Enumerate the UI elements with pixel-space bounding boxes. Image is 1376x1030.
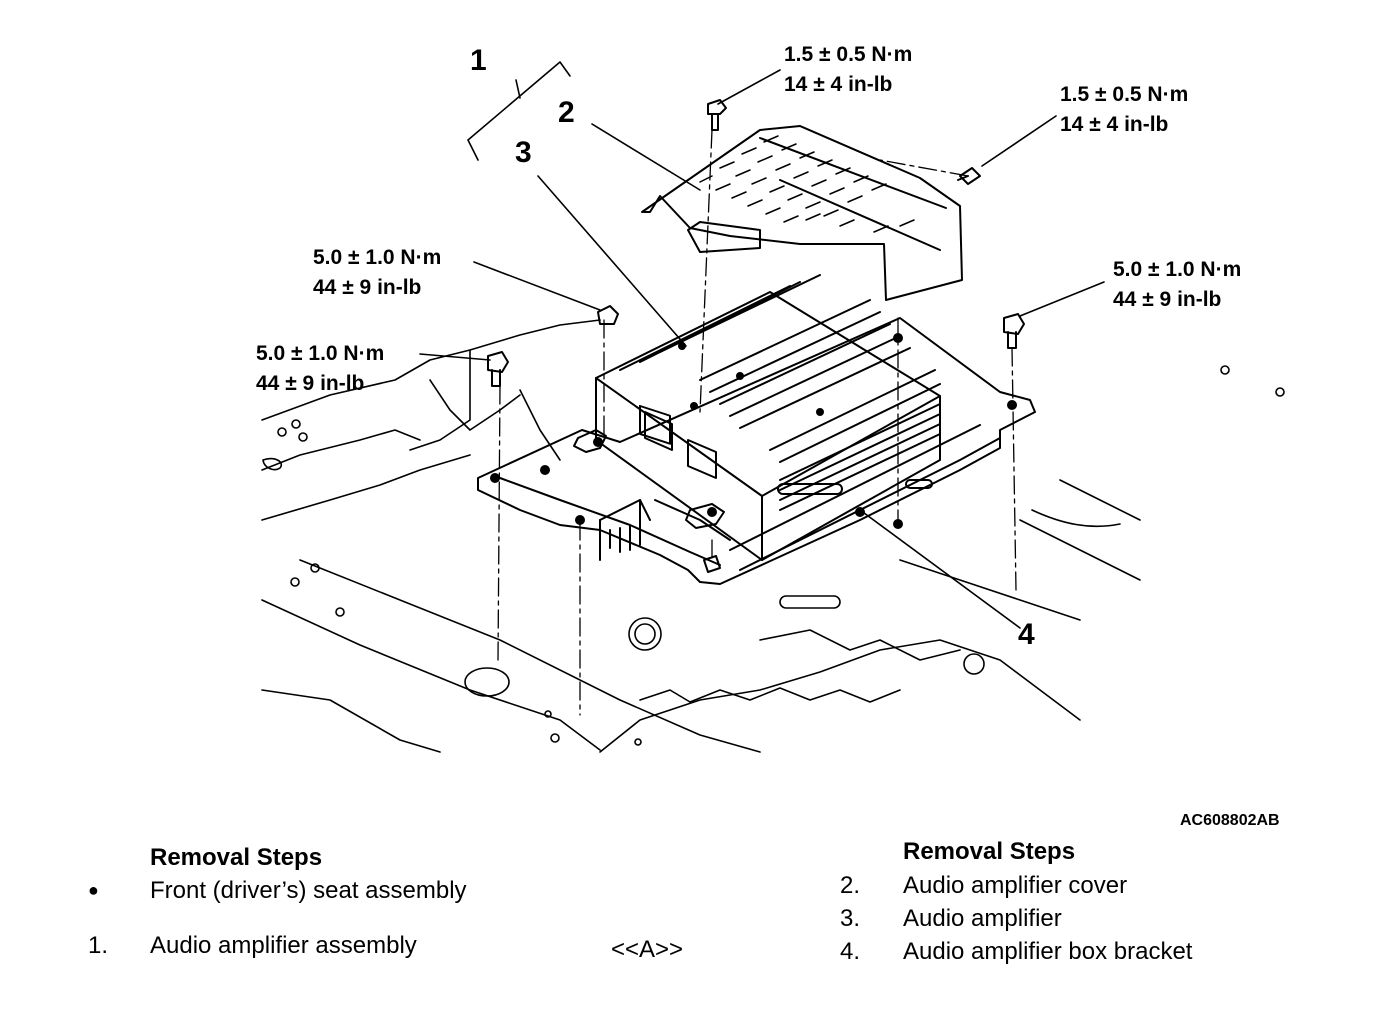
removal-steps-heading: Removal Steps: [903, 838, 1076, 865]
step-number: 2.: [840, 872, 861, 899]
torque-inlb: 14 ± 4 in-lb: [784, 73, 893, 96]
step-text: Front (driver’s) seat assembly: [150, 877, 467, 904]
torque-inlb: 44 ± 9 in-lb: [256, 372, 365, 395]
step-number: 3.: [840, 905, 861, 932]
removal-steps-heading: Removal Steps: [150, 844, 323, 871]
step-note-a: <<A>>: [611, 936, 684, 963]
step-text: Audio amplifier assembly: [150, 932, 417, 959]
torque-inlb: 44 ± 9 in-lb: [1113, 288, 1222, 311]
vehicle-floor-panel: [261, 319, 1285, 753]
step-text: Audio amplifier cover: [903, 872, 1128, 899]
alignment-lines: [497, 129, 1017, 716]
torque-callout-cover-right: 1.5 ± 0.5 N·m 14 ± 4 in-lb: [1060, 80, 1188, 140]
torque-nm: 5.0 ± 1.0 N·m: [313, 246, 442, 269]
step-number: 1.: [88, 932, 109, 959]
step-text: Audio amplifier: [903, 905, 1062, 932]
step-number: 4.: [840, 938, 861, 965]
part-number-3: 3: [515, 136, 532, 169]
part-number-4: 4: [1018, 618, 1035, 651]
amplifier-exploded-diagram: [261, 61, 1285, 753]
part-number-2: 2: [558, 96, 575, 129]
torque-nm: 1.5 ± 0.5 N·m: [784, 43, 913, 66]
figure-code: AC608802AB: [1180, 812, 1280, 829]
bullet-marker: ●: [88, 880, 99, 900]
step-text: Audio amplifier box bracket: [903, 938, 1193, 965]
torque-callout-amp-left: 5.0 ± 1.0 N·m 44 ± 9 in-lb: [313, 243, 441, 303]
audio-amplifier: [573, 274, 941, 561]
torque-inlb: 44 ± 9 in-lb: [313, 276, 422, 299]
torque-nm: 5.0 ± 1.0 N·m: [1113, 258, 1242, 281]
fasteners: [487, 99, 1025, 573]
part-number-1: 1: [470, 44, 487, 77]
torque-nm: 5.0 ± 1.0 N·m: [256, 342, 385, 365]
amplifier-cover: [641, 125, 963, 301]
torque-nm: 1.5 ± 0.5 N·m: [1060, 83, 1189, 106]
torque-callout-bracket-left: 5.0 ± 1.0 N·m 44 ± 9 in-lb: [256, 339, 384, 399]
torque-inlb: 14 ± 4 in-lb: [1060, 113, 1169, 136]
leader-lines: [419, 61, 1105, 629]
torque-callout-cover-top: 1.5 ± 0.5 N·m 14 ± 4 in-lb: [784, 40, 912, 100]
torque-callout-bracket-right: 5.0 ± 1.0 N·m 44 ± 9 in-lb: [1113, 255, 1241, 315]
amplifier-box-bracket: [477, 317, 1036, 585]
